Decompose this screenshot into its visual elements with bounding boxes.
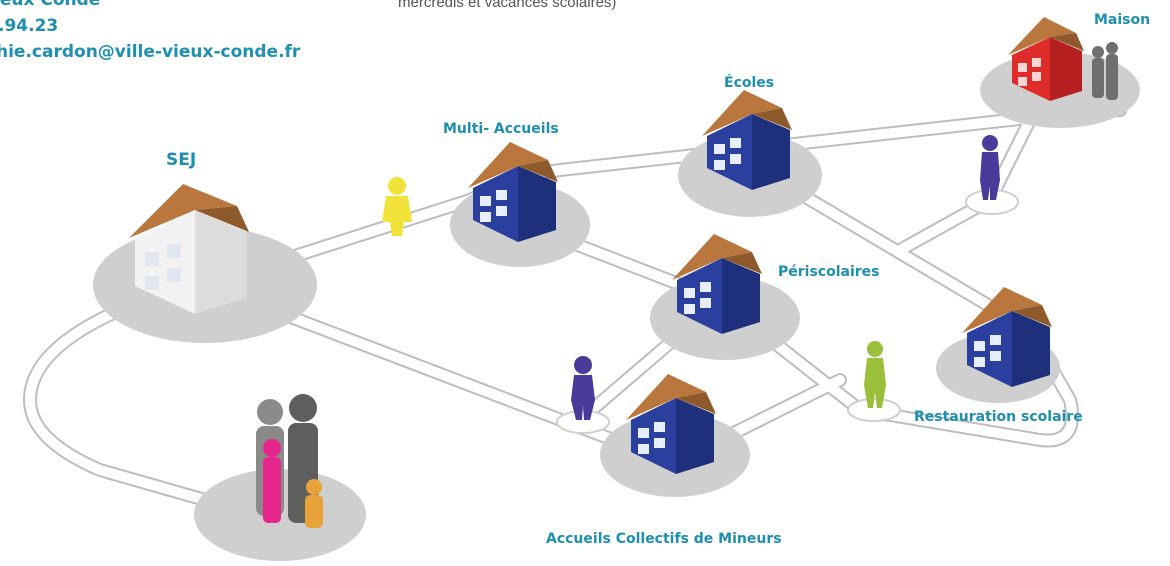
path-network (23, 93, 1127, 517)
family-icon (256, 394, 323, 528)
child-green-icon (864, 341, 886, 408)
header-email[interactable]: hie.cardon@ville-vieux-conde.fr (0, 42, 301, 62)
label-accueils-collectifs: Accueils Collectifs de Mineurs (546, 531, 782, 547)
adults-maison-icon (1092, 42, 1118, 100)
house-maison (1008, 17, 1084, 101)
child-purple-bottom-icon (571, 356, 595, 420)
pads (556, 189, 1019, 434)
label-multi-accueils: Multi- Accueils (443, 121, 559, 137)
top-note: mercredis et vacances scolaires) (398, 0, 617, 11)
child-purple-top-icon (980, 135, 1000, 200)
header-line1: ieux Condé (0, 0, 101, 10)
header-phone: .94.23 (0, 16, 59, 36)
label-periscolaires: Périscolaires (778, 264, 880, 280)
label-maison: Maison (1094, 12, 1151, 28)
label-ecoles: Écoles (724, 75, 775, 91)
label-restauration-scolaire: Restauration scolaire (914, 409, 1083, 425)
child-yellow-icon (382, 177, 412, 236)
label-sej: SEJ (166, 150, 197, 170)
house-sej (129, 184, 249, 314)
